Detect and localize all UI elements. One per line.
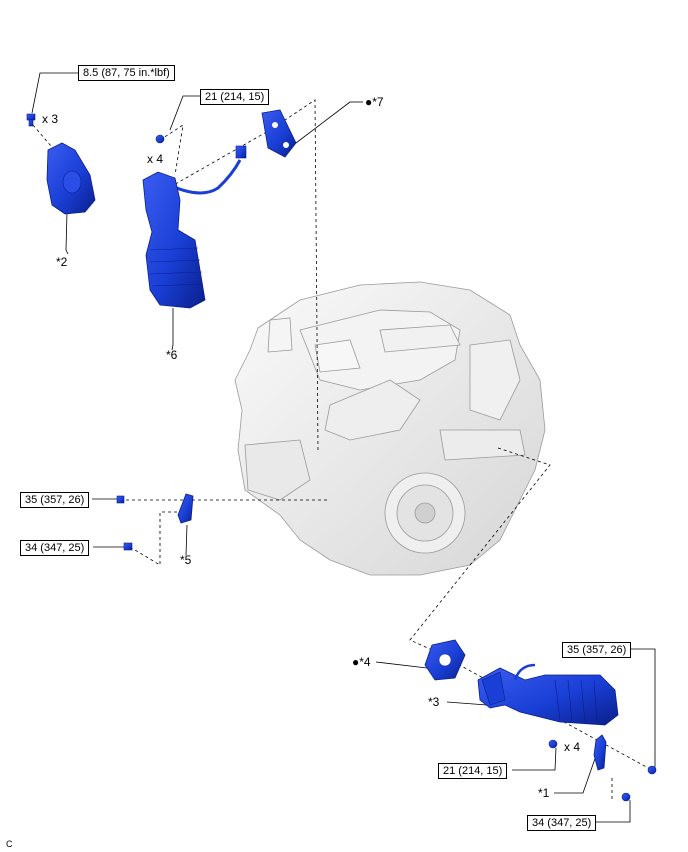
callout-label: ●*4 [352, 655, 371, 669]
callout-label: *1 [538, 786, 550, 800]
bolt-icon [123, 542, 133, 551]
torque-spec-box: 8.5 (87, 75 in.*lbf) [78, 65, 175, 81]
sensor-wire [164, 159, 242, 195]
bracket-part [177, 493, 194, 524]
bolt-icon [116, 495, 125, 504]
nut-icon [155, 134, 165, 144]
torque-spec-box: 34 (347, 25) [20, 540, 90, 556]
quantity-label: x 4 [147, 152, 164, 166]
solid-leaders [31, 72, 656, 823]
sensor-wire [513, 663, 536, 681]
converter-part [477, 667, 619, 726]
bolt-icon [26, 113, 36, 127]
sensor-connector [235, 145, 247, 159]
gasket-part [261, 109, 297, 158]
bolt-icon [647, 765, 657, 775]
torque-spec-box: 21 (214, 15) [438, 763, 508, 779]
quantity-label: x 3 [42, 112, 59, 126]
nut-icon [548, 739, 558, 749]
bracket-part [593, 734, 607, 771]
quantity-label: x 4 [564, 740, 581, 754]
heat-insulator-hole [62, 170, 82, 194]
corner-code: C [6, 839, 13, 849]
callout-label: *5 [180, 553, 192, 567]
torque-spec-box: 35 (357, 26) [20, 492, 90, 508]
manifold-converter-part [142, 171, 206, 309]
converter-ribs [554, 679, 598, 723]
callout-label: *2 [56, 255, 68, 269]
converter-ribs [149, 247, 204, 287]
callout-label: ●*7 [365, 95, 384, 109]
engine-assembly [234, 281, 546, 576]
converter-inlet [481, 671, 506, 706]
torque-spec-box: 34 (347, 25) [527, 815, 597, 831]
torque-spec-box: 21 (214, 15) [200, 89, 270, 105]
torque-spec-box: 35 (357, 26) [562, 642, 632, 658]
bolt-icon [621, 792, 631, 802]
callout-label: *6 [166, 348, 178, 362]
callout-label: *3 [428, 695, 440, 709]
